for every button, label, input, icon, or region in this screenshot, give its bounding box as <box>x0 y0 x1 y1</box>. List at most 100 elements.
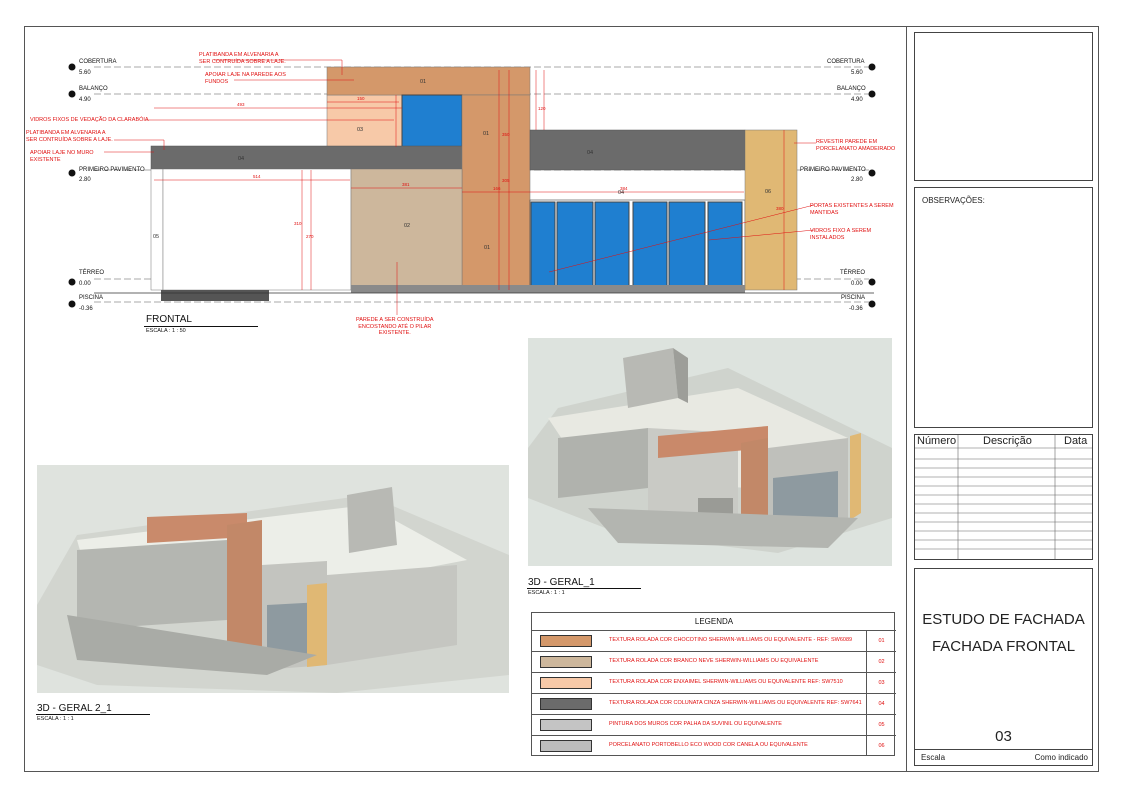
project-title: ESTUDO DE FACHADA <box>922 611 1085 628</box>
level-value-primeiro: 2.80 <box>79 177 91 183</box>
legend-code-01: 01 <box>866 631 896 651</box>
scale-value: Como indicado <box>1034 753 1088 762</box>
level-value-primeiro-right: 2.80 <box>851 177 863 183</box>
note-portas-existentes: PORTAS EXISTENTES A SEREM MANTIDAS <box>810 203 894 216</box>
view-title-underline <box>144 326 258 327</box>
render-3d-geral-1 <box>528 338 892 566</box>
svg-text:310: 310 <box>294 221 302 226</box>
revision-table: Número Descrição Data <box>914 434 1093 560</box>
view-title-underline <box>527 588 641 589</box>
note-platibanda-left: PLATIBANDA EM ALVENARIA A SER CONTRUÍDA … <box>26 130 113 143</box>
view-scale-frontal: ESCALA : 1 : 50 <box>146 328 186 334</box>
svg-text:493: 493 <box>237 102 245 107</box>
slab-04-left <box>150 145 472 170</box>
tag-06: 06 <box>765 189 771 195</box>
view-title-geral-2: 3D - GERAL 2_1 <box>37 703 112 714</box>
render-3d-geral-2 <box>37 465 509 693</box>
legend-swatch-03 <box>540 677 592 689</box>
scale-divider <box>915 749 1092 750</box>
view-scale-geral-2: ESCALA : 1 : 1 <box>37 716 74 722</box>
view-title-frontal: FRONTAL <box>146 314 192 325</box>
svg-text:380: 380 <box>776 206 784 211</box>
note-vidros-fixos-vedacao: VIDROS FIXOS DE VEDAÇÃO DA CLARABÓIA <box>30 117 149 123</box>
rev-header-numero: Número <box>917 435 957 447</box>
note-platibanda-top: PLATIBANDA EM ALVENARIA A SER CONTRUÍDA … <box>199 52 286 65</box>
legend-code-03: 03 <box>866 673 896 693</box>
level-marker-icon <box>68 63 76 71</box>
level-value-terreo: 0.00 <box>79 281 91 287</box>
legend-row: TEXTURA ROLADA COR CHOCOTINO SHERWIN-WIL… <box>532 630 896 651</box>
legend-code-06: 06 <box>866 736 896 756</box>
svg-text:381: 381 <box>402 182 410 187</box>
tag-01-lower: 01 <box>484 245 490 251</box>
tag-02: 02 <box>404 223 410 229</box>
observacoes-box: OBSERVAÇÕES: <box>914 187 1093 428</box>
legend-text-04: TEXTURA ROLADA COR COLUNATA CINZA SHERWI… <box>609 700 862 706</box>
level-value-piscina-right: -0.36 <box>849 306 863 312</box>
level-label-cobertura-right: COBERTURA <box>827 59 865 65</box>
rev-header-descricao: Descrição <box>983 435 1032 447</box>
level-value-piscina: -0.36 <box>79 306 93 312</box>
sheet-divider <box>906 26 907 772</box>
level-marker-icon <box>68 169 76 177</box>
level-marker-icon <box>68 278 76 286</box>
view-title-geral-1: 3D - GERAL_1 <box>528 577 595 588</box>
level-label-cobertura: COBERTURA <box>79 59 117 65</box>
level-label-piscina-right: PISCINA <box>841 295 866 301</box>
level-label-terreo-right: TÉRREO <box>840 270 866 276</box>
base-strip <box>161 290 269 301</box>
legend-swatch-02 <box>540 656 592 668</box>
sheet-name: FACHADA FRONTAL <box>931 638 1076 655</box>
legend-text-03: TEXTURA ROLADA COR ENXAIMEL SHERWIN-WILL… <box>609 679 843 685</box>
legend-text-06: PORCELANATO PORTOBELLO ECO WOOD COR CANE… <box>609 742 808 748</box>
svg-text:120: 120 <box>538 106 546 111</box>
wall-06-wood <box>744 129 798 291</box>
level-value-cobertura-right: 5.60 <box>851 70 863 76</box>
level-value-balanco-right: 4.90 <box>851 97 863 103</box>
note-apoiar-laje-parede: APOIAR LAJE NA PAREDE AOS FUNDOS <box>205 72 286 85</box>
legend-row: TEXTURA ROLADA COR ENXAIMEL SHERWIN-WILL… <box>532 672 896 693</box>
legend-text-05: PINTURA DOS MUROS COR PALHA DA SUVINIL O… <box>609 721 782 727</box>
note-vidros-fixo: VIDROS FIXO A SEREM INSTALADOS <box>810 228 872 241</box>
legend-swatch-05 <box>540 719 592 731</box>
svg-text:270: 270 <box>306 234 314 239</box>
tag-04-door: 04 <box>618 190 624 196</box>
svg-text:166: 166 <box>493 186 501 191</box>
logo-box <box>914 32 1093 181</box>
wall-02 <box>350 168 463 291</box>
level-marker-icon <box>68 300 76 308</box>
wall-03 <box>326 94 403 148</box>
legend-swatch-01 <box>540 635 592 647</box>
wall-04-right <box>529 129 746 171</box>
legend-table: LEGENDA TEXTURA ROLADA COR CHOCOTINO SHE… <box>531 612 896 756</box>
scale-label: Escala <box>921 753 946 762</box>
skylight-glass <box>401 94 463 148</box>
level-marker-icon <box>68 90 76 98</box>
tag-01-parapet: 01 <box>420 79 426 85</box>
tag-01-column: 01 <box>483 131 489 137</box>
level-label-piscina: PISCINA <box>79 295 104 301</box>
legend-row: PORCELANATO PORTOBELLO ECO WOOD COR CANE… <box>532 735 896 756</box>
parapet-01 <box>326 66 531 96</box>
view-scale-geral-1: ESCALA : 1 : 1 <box>528 590 565 596</box>
note-apoiar-laje-muro: APOIAR LAJE NO MURO EXISTENTE <box>30 150 94 163</box>
tag-05: 05 <box>153 234 159 240</box>
level-label-primeiro: PRIMEIRO PAVIMENTO <box>79 167 145 173</box>
opening-left <box>162 168 352 291</box>
level-label-primeiro-right: PRIMEIRO PAVIMENTO <box>800 167 866 173</box>
note-parede-construida: PAREDE A SER CONSTRUÍDA ENCOSTANDO ATÉ O… <box>356 317 434 336</box>
legend-text-01: TEXTURA ROLADA COR CHOCOTINO SHERWIN-WIL… <box>609 637 853 643</box>
svg-text:514: 514 <box>253 174 261 179</box>
legend-text-02: TEXTURA ROLADA COR BRANCO NEVE SHERWIN-W… <box>609 658 819 664</box>
column-01 <box>461 94 531 291</box>
tag-04-slab: 04 <box>238 156 244 162</box>
legend-swatch-04 <box>540 698 592 710</box>
tag-03: 03 <box>357 127 363 133</box>
legend-code-04: 04 <box>866 694 896 714</box>
legend-row: TEXTURA ROLADA COR COLUNATA CINZA SHERWI… <box>532 693 896 714</box>
svg-text:350: 350 <box>502 132 510 137</box>
sheet-number: 03 <box>995 728 1012 745</box>
legend-title: LEGENDA <box>694 617 734 626</box>
svg-text:150: 150 <box>357 96 365 101</box>
